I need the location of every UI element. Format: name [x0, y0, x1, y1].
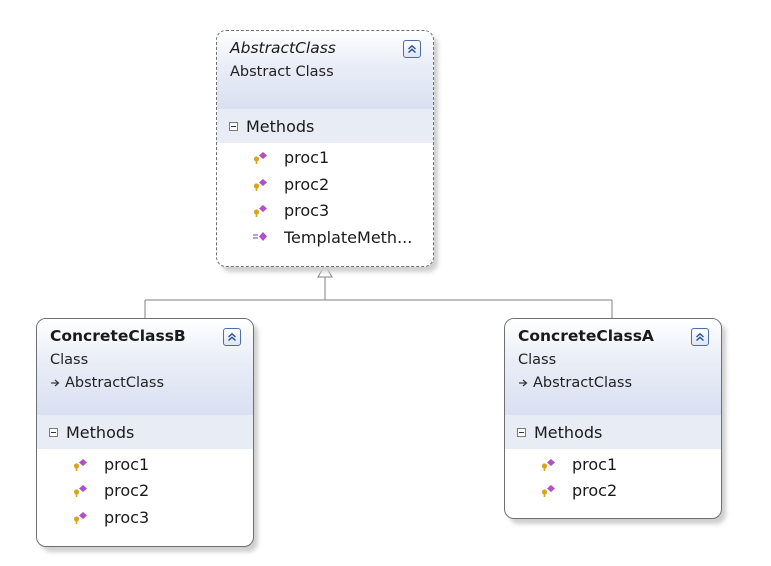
inherit-arrow-icon	[51, 379, 60, 387]
method-label: proc1	[572, 454, 618, 474]
methods-section-header[interactable]: Methods	[505, 415, 721, 449]
protected-method-icon	[72, 456, 88, 472]
class-name: ConcreteClassA	[518, 327, 654, 345]
minus-box-icon[interactable]	[229, 121, 238, 131]
protected-method-icon	[72, 509, 88, 525]
double-chevron-up-icon[interactable]	[223, 328, 241, 346]
concrete-class-a-shape[interactable]: ConcreteClassA Class AbstractClass Metho…	[504, 318, 722, 519]
class-stereotype: Abstract Class	[230, 64, 334, 80]
method-item[interactable]: proc1	[217, 145, 433, 169]
method-item[interactable]: proc3	[37, 505, 253, 529]
method-item[interactable]: proc2	[217, 172, 433, 196]
minus-box-icon[interactable]	[517, 427, 526, 437]
public-method-icon	[252, 229, 268, 245]
method-label: proc2	[284, 174, 330, 194]
class-header	[217, 31, 433, 109]
inherit-arrow-icon	[519, 379, 528, 387]
protected-method-icon	[72, 482, 88, 498]
method-item[interactable]: TemplateMeth...	[217, 225, 433, 249]
method-item[interactable]: proc1	[505, 452, 721, 476]
class-header	[505, 319, 721, 415]
class-name: AbstractClass	[230, 39, 336, 57]
abstract-class-shape[interactable]: AbstractClass Abstract Class Methods pro…	[216, 30, 434, 267]
class-stereotype: Class	[50, 352, 89, 368]
methods-section-header[interactable]: Methods	[37, 415, 253, 449]
method-item[interactable]: proc3	[217, 198, 433, 222]
section-title: Methods	[246, 116, 315, 136]
protected-method-icon	[252, 202, 268, 218]
method-item[interactable]: proc2	[505, 478, 721, 502]
section-title: Methods	[534, 422, 603, 442]
protected-method-icon	[540, 482, 556, 498]
protected-method-icon	[252, 149, 268, 165]
protected-method-icon	[540, 456, 556, 472]
class-stereotype: Class	[518, 352, 557, 368]
base-class-name: AbstractClass	[533, 375, 633, 391]
double-chevron-up-icon[interactable]	[403, 40, 421, 58]
methods-section-header[interactable]: Methods	[217, 109, 433, 143]
method-item[interactable]: proc1	[37, 452, 253, 476]
base-class-line: AbstractClass	[518, 375, 632, 391]
minus-box-icon[interactable]	[49, 427, 58, 437]
base-class-line: AbstractClass	[50, 375, 164, 391]
method-label: proc1	[284, 147, 330, 167]
method-label: TemplateMeth...	[284, 227, 413, 247]
method-label: proc2	[572, 480, 618, 500]
section-title: Methods	[66, 422, 135, 442]
method-label: proc1	[104, 454, 150, 474]
method-label: proc3	[284, 200, 330, 220]
method-label: proc3	[104, 507, 150, 527]
concrete-class-b-shape[interactable]: ConcreteClassB Class AbstractClass Metho…	[36, 318, 254, 547]
double-chevron-up-icon[interactable]	[691, 328, 709, 346]
class-header	[37, 319, 253, 415]
protected-method-icon	[252, 176, 268, 192]
class-name: ConcreteClassB	[50, 327, 186, 345]
base-class-name: AbstractClass	[65, 375, 165, 391]
method-label: proc2	[104, 480, 150, 500]
method-item[interactable]: proc2	[37, 478, 253, 502]
